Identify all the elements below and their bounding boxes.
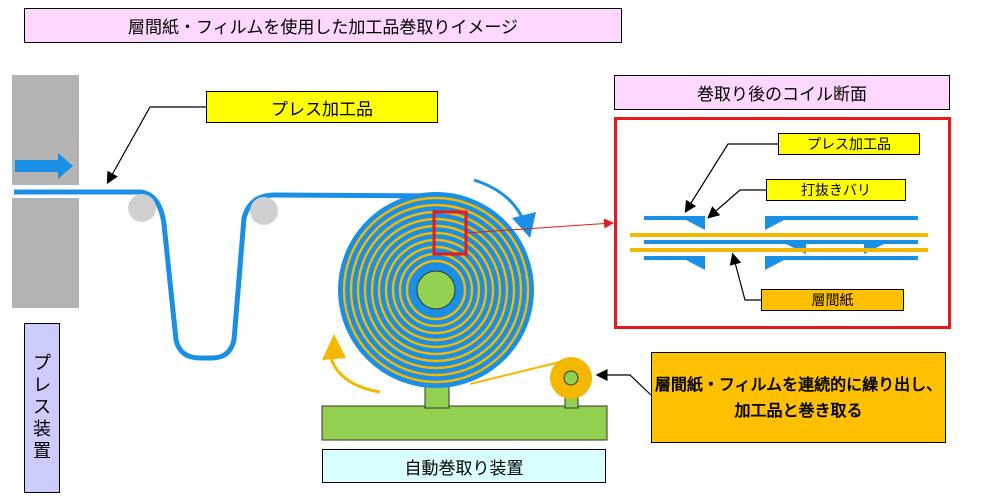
winder-base: [321, 405, 608, 441]
callout-text: 層間紙・フィルムを連続的に繰り出し、加工品と巻き取る: [651, 352, 946, 443]
rotation-arrowhead-yellow: [322, 334, 346, 360]
leader-callout: [595, 369, 652, 396]
page-title: 層間紙・フィルムを使用した加工品巻取りイメージ: [24, 8, 622, 43]
section-pointer: [465, 218, 614, 234]
coil-section-title: 巻取り後のコイル断面: [614, 75, 950, 110]
coil: [338, 192, 534, 388]
rotation-arrowhead-blue: [512, 212, 536, 238]
coil-section-frame: [614, 117, 951, 329]
interleaf-paper-line: [469, 361, 561, 385]
coil-label-punch-burr: 打抜きバリ: [766, 179, 906, 201]
feed-direction-arrow: [15, 153, 73, 179]
coil-section-detail: [630, 143, 928, 301]
coil-label-press-product: プレス加工品: [778, 133, 920, 155]
leader-press-product: [106, 106, 206, 185]
press-device-label: プレス装置: [24, 323, 60, 493]
coil-label-interleaf-paper: 層間紙: [761, 289, 904, 311]
guide-roller-left: [128, 194, 156, 222]
press-product-label: プレス加工品: [206, 91, 438, 123]
product-strip: [14, 189, 451, 361]
auto-winder-label: 自動巻取り装置: [322, 449, 606, 483]
paper-reel-core: [563, 370, 579, 386]
rotation-arrow-yellow: [328, 354, 381, 394]
guide-roller-right: [250, 197, 278, 225]
